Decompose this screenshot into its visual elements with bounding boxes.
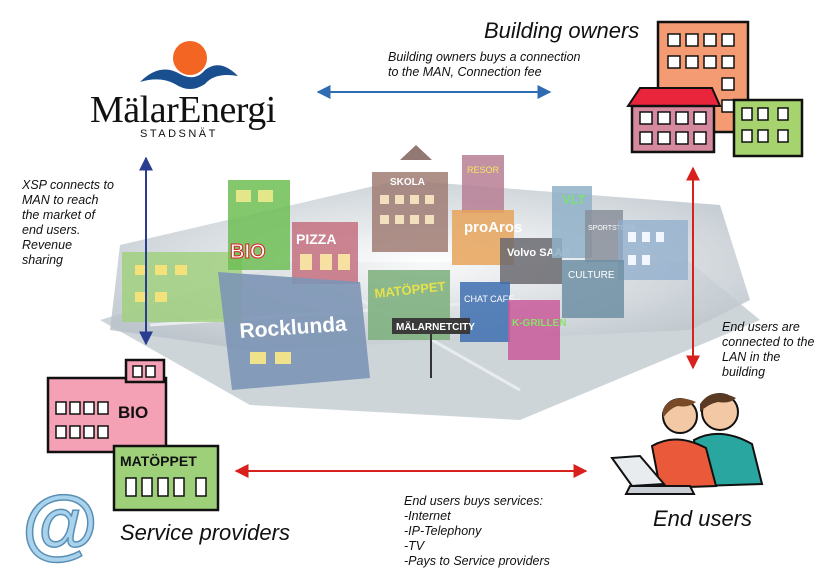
owners-note: Building owners buys a connection to the… xyxy=(388,50,580,80)
note-line: connected to the xyxy=(722,335,815,349)
end-users-label: End users xyxy=(653,506,753,531)
note-line: sharing xyxy=(22,253,63,267)
city-sign-vlt: VLT xyxy=(562,192,586,207)
service-providers-label: Service providers xyxy=(120,520,290,545)
city-illustration: BIO PIZZA SKOLA RESOR proAros Volvo SAAB… xyxy=(100,145,760,420)
at-icon: @ xyxy=(22,479,98,567)
city-sign-kgrillen: K-GRILLEN xyxy=(512,318,566,329)
note-line: Building owners buys a connection xyxy=(388,50,581,64)
sun-icon xyxy=(173,41,207,75)
note-line: XSP connects to xyxy=(22,178,114,192)
service-providers-icon: BIO MATÖPPET @ xyxy=(21,358,220,568)
note-line: -Internet xyxy=(404,509,451,523)
building-owners-icon xyxy=(626,20,804,158)
end-users-icon xyxy=(610,393,764,495)
city-sign-sport: SPORTSTORE xyxy=(588,225,636,232)
note-line: -Pays to Service providers xyxy=(404,554,550,568)
city-sign-chatcafe: CHAT CAFE xyxy=(464,294,514,304)
note-line: Revenue xyxy=(22,238,73,252)
services-note: End users buys services: -Internet -IP-T… xyxy=(404,494,550,569)
note-line: -IP-Telephony xyxy=(404,524,482,538)
provider-sign-bio: BIO xyxy=(118,403,148,422)
building-owners-label: Building owners xyxy=(484,18,640,43)
provider-sign-matoppet: MATÖPPET xyxy=(120,453,197,469)
malarenergi-logo xyxy=(140,41,238,89)
city-sign-bio: BIO xyxy=(230,241,266,263)
city-sign-skola: SKOLA xyxy=(390,177,425,188)
xsp-note: XSP connects to MAN to reach the market … xyxy=(22,178,114,268)
note-line: End users buys services: xyxy=(404,494,543,508)
city-sign-proaros: proAros xyxy=(464,219,522,236)
wave-icon xyxy=(140,65,238,89)
note-line: MAN to reach xyxy=(22,193,99,207)
logo-subtitle: STADSNÄT xyxy=(140,128,218,140)
note-line: the market of xyxy=(22,208,95,222)
note-line: end users. xyxy=(22,223,81,237)
note-line: End users are xyxy=(722,320,800,334)
city-sign-resor: RESOR xyxy=(467,165,500,175)
city-sign-pizza: PIZZA xyxy=(296,231,336,247)
note-line: -TV xyxy=(404,539,425,553)
city-sign-malarnet: MÄLARNETCITY xyxy=(396,320,475,333)
note-line: building xyxy=(722,365,766,379)
note-line: to the MAN, Connection fee xyxy=(388,65,542,79)
note-line: LAN in the xyxy=(722,350,781,364)
city-sign-matoppet: MATÖPPET xyxy=(374,279,446,301)
lan-note: End users are connected to the LAN in th… xyxy=(722,320,814,380)
city-sign-culture: CULTURE xyxy=(568,270,615,281)
logo-wordmark: MälarEnergi xyxy=(90,89,276,131)
